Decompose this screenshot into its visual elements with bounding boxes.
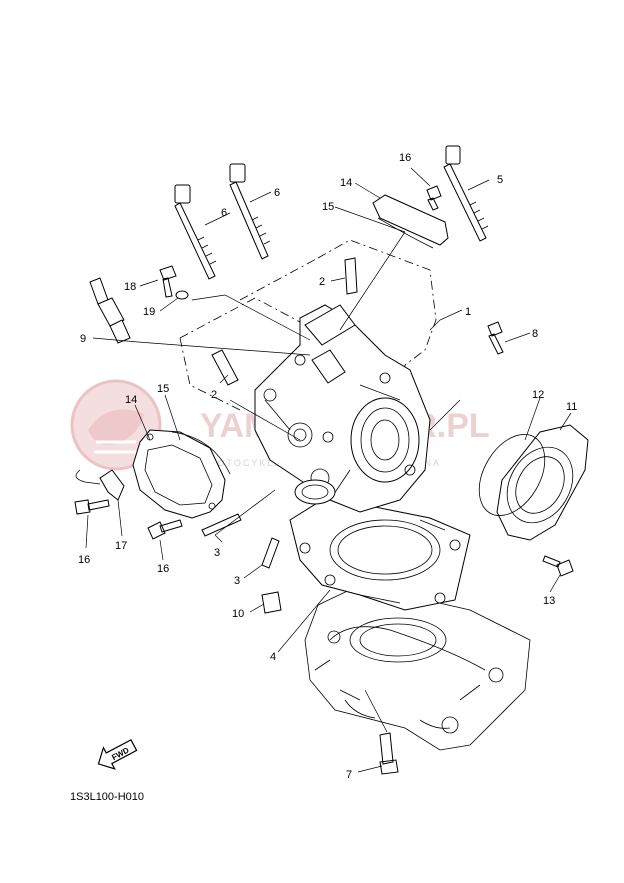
bolt-13 <box>542 555 574 577</box>
long-bolts <box>174 145 489 280</box>
callout-15-left: 15 <box>157 383 169 395</box>
callout-9: 9 <box>80 333 86 345</box>
diagram-code: 1S3L100-H010 <box>70 791 144 803</box>
callout-4: 4 <box>270 651 276 663</box>
callout-8: 8 <box>532 328 538 340</box>
callout-10: 10 <box>232 608 244 620</box>
stud-3-b <box>261 537 280 569</box>
spark-plug <box>89 277 131 344</box>
callout-5: 5 <box>497 174 503 186</box>
callout-6-right: 6 <box>274 187 280 199</box>
callout-2-top: 2 <box>319 276 325 288</box>
cylinder-head <box>254 304 431 513</box>
washer-19 <box>175 290 189 300</box>
bracket-17 <box>99 469 125 501</box>
bolt-5 <box>443 145 489 242</box>
callout-14-left: 14 <box>125 394 137 406</box>
callout-7: 7 <box>346 769 352 781</box>
callout-13: 13 <box>543 595 555 607</box>
callouts: 16 14 15 5 6 6 2 1 18 19 9 8 2 15 14 12 … <box>78 152 577 781</box>
callout-17: 17 <box>115 540 127 552</box>
bolt-8 <box>487 321 504 355</box>
stud-3-a <box>201 513 242 537</box>
watermark-logo-icon <box>70 379 162 471</box>
callout-11: 11 <box>566 401 577 413</box>
callout-14-top: 14 <box>340 177 352 189</box>
bolt-6-left <box>174 184 217 280</box>
bushing-10 <box>261 591 282 614</box>
dowel-2-left <box>211 349 239 386</box>
callout-16-top: 16 <box>399 152 411 164</box>
bolt-6-right <box>229 163 271 260</box>
head-gasket <box>289 494 471 611</box>
callout-2-left: 2 <box>211 389 217 401</box>
small-parts <box>74 185 574 775</box>
fwd-arrow-icon: FWD <box>97 739 138 770</box>
callout-16-left: 16 <box>78 554 90 566</box>
head-cover-right <box>478 424 589 541</box>
top-cover-plate <box>372 194 449 249</box>
assembly-outline <box>179 239 437 413</box>
callout-16-mid: 16 <box>157 563 169 575</box>
bolt-18 <box>159 265 177 298</box>
bolt-7 <box>379 732 399 775</box>
dowel-2-top <box>344 257 358 295</box>
callout-18: 18 <box>124 281 136 293</box>
callout-1: 1 <box>465 306 471 318</box>
bolt-16-top <box>426 185 442 211</box>
bolt-16-mid <box>147 519 183 540</box>
crankcase <box>304 584 531 751</box>
callout-3-a: 3 <box>214 547 220 559</box>
callout-6-left: 6 <box>221 207 227 219</box>
bolt-16-left <box>74 499 110 515</box>
callout-12: 12 <box>532 389 544 401</box>
callout-19: 19 <box>143 306 155 318</box>
leader-lines <box>85 167 572 773</box>
callout-3-b: 3 <box>234 575 240 587</box>
callout-15-top: 15 <box>322 201 334 213</box>
